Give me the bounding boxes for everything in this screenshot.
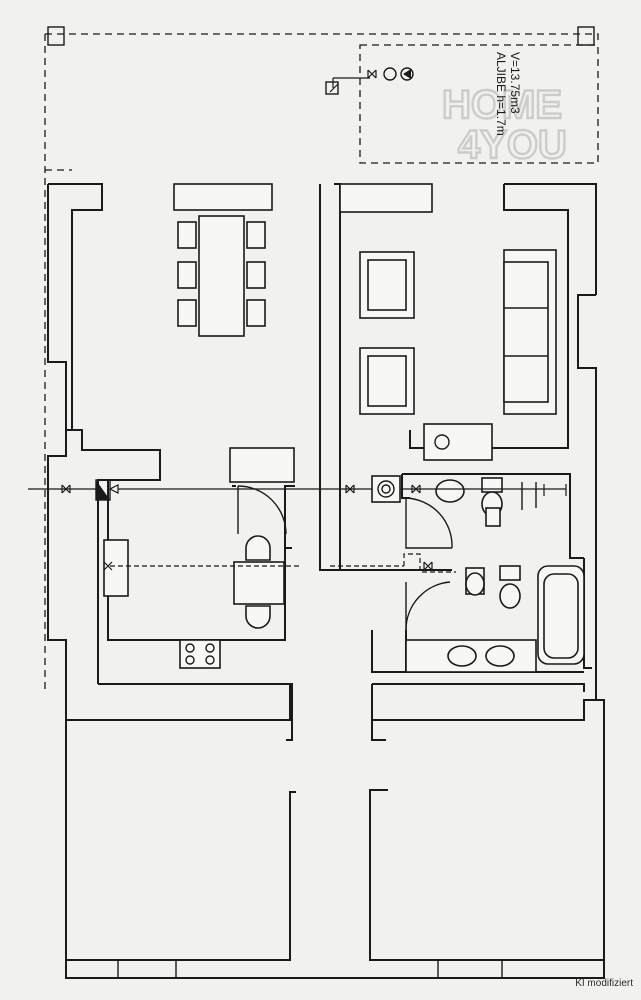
window-bedroom-right <box>437 959 503 979</box>
terrace-post-right <box>577 26 595 46</box>
coffee-table <box>423 423 493 461</box>
kitchen-counter <box>229 447 295 483</box>
sink-lower-2 <box>485 645 515 667</box>
sideboard <box>173 183 273 211</box>
bidet-upper <box>485 507 501 527</box>
watermark-line2: 4YOU <box>458 123 567 167</box>
cistern-label-volume: V=13.75m3 <box>508 52 522 114</box>
chair-left-1 <box>177 221 197 249</box>
dining-set <box>173 183 273 337</box>
bathroom-fixtures <box>371 475 585 673</box>
chair-right-2 <box>246 261 266 289</box>
terrace-post-left <box>47 26 65 46</box>
cistern: ALJIBE h=1.7m V=13.75m3 <box>325 44 599 164</box>
sink-upper <box>435 479 465 503</box>
water-pipes <box>28 479 567 573</box>
dining-table <box>198 215 245 337</box>
interior-walls <box>65 473 605 979</box>
toilet-upper-tank <box>481 477 503 493</box>
sink-lower-1 <box>447 645 477 667</box>
bidet-lower <box>499 583 521 609</box>
washing-machine <box>371 475 401 503</box>
credit-note: KI modifiziert <box>575 978 633 989</box>
living-room-furniture <box>339 183 557 461</box>
kitchen-chair-bottom <box>245 605 271 629</box>
chair-right-1 <box>246 221 266 249</box>
toilet-lower <box>465 572 485 596</box>
chair-left-2 <box>177 261 197 289</box>
terrace-boundary <box>44 26 599 690</box>
cistern-label-height: ALJIBE h=1.7m <box>494 52 508 136</box>
watermark-line1: HOME <box>442 83 562 127</box>
water-heater <box>103 539 129 597</box>
kitchen-furniture <box>103 447 295 669</box>
kitchen-table <box>233 561 285 605</box>
kitchen-chair-top <box>245 535 271 561</box>
doors <box>237 485 453 631</box>
bidet-lower-tank <box>499 565 521 581</box>
pump-icon <box>383 67 397 81</box>
window-bedroom-left <box>117 959 177 979</box>
exterior-walls <box>47 183 597 684</box>
chair-left-3 <box>177 299 197 327</box>
stove <box>179 639 221 669</box>
home4you-watermark: HOME 4YOU <box>441 82 568 168</box>
tv-unit <box>339 183 433 213</box>
chair-right-3 <box>246 299 266 327</box>
